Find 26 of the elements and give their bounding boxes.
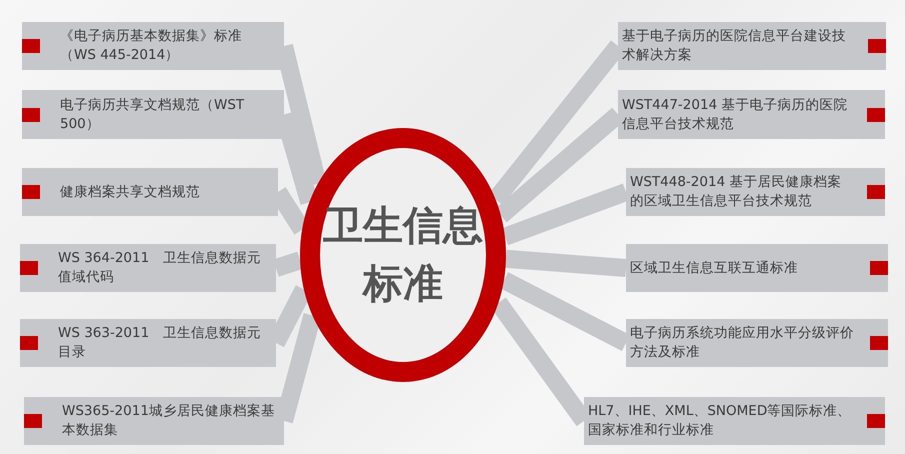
standard-name: WS365-2011城乡居民健康档案基本数据集	[62, 402, 276, 440]
standard-name: WS 363-2011 卫生信息数据元目录	[58, 324, 262, 362]
standard-name: 电子病历共享文档规范（WST 500）	[60, 96, 246, 134]
standard-name: 电子病历系统功能应用水平分级评价方法及标准	[630, 324, 855, 362]
standard-name: WST447-2014 基于电子病历的医院信息平台技术规范	[622, 96, 848, 134]
standard-name: HL7、IHE、XML、SNOMED等国际标准、国家标准和行业标准	[588, 402, 852, 440]
center-title: 卫生信息标准	[323, 202, 483, 309]
standard-name: 《电子病历基本数据集》标准（WS 445-2014）	[60, 27, 243, 65]
standard-name: WST448-2014 基于居民健康档案的区域卫生信息平台技术规范	[630, 173, 842, 211]
label-bar	[22, 90, 284, 139]
label-bar	[626, 244, 888, 292]
label-bar	[626, 168, 885, 216]
label-bar	[618, 90, 885, 139]
label-bar	[20, 244, 276, 292]
label-bar	[626, 319, 888, 367]
label-bar	[20, 319, 276, 367]
standard-name: 基于电子病历的医院信息平台建设技术解决方案	[622, 27, 847, 65]
label-bar	[22, 168, 278, 216]
connector-wedge	[505, 250, 627, 277]
label-bar	[618, 22, 886, 70]
standard-name: WS 364-2011 卫生信息数据元值域代码	[58, 249, 262, 287]
label-bar	[24, 397, 284, 445]
label-bar	[22, 22, 284, 70]
standard-name: 健康档案共享文档规范	[60, 182, 200, 202]
label-bar	[584, 397, 885, 445]
standard-name: 区域卫生信息互联互通标准	[630, 258, 798, 278]
